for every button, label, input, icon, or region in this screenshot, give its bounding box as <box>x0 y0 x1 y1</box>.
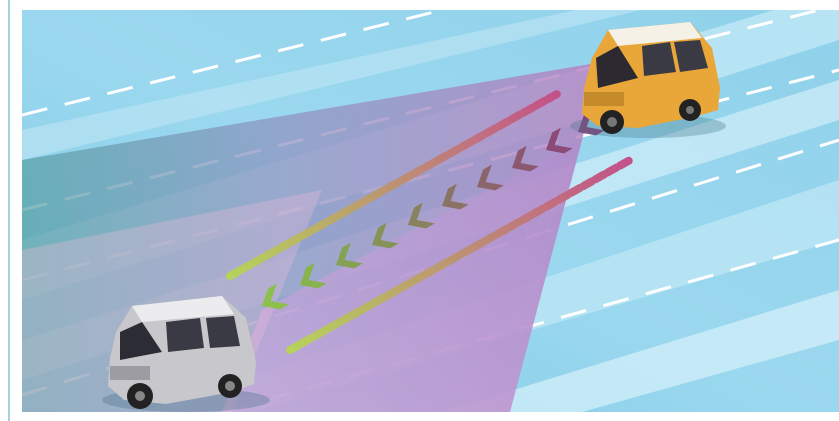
acc-scene <box>22 10 839 412</box>
acc-illustration <box>22 10 839 412</box>
left-divider <box>8 0 10 421</box>
